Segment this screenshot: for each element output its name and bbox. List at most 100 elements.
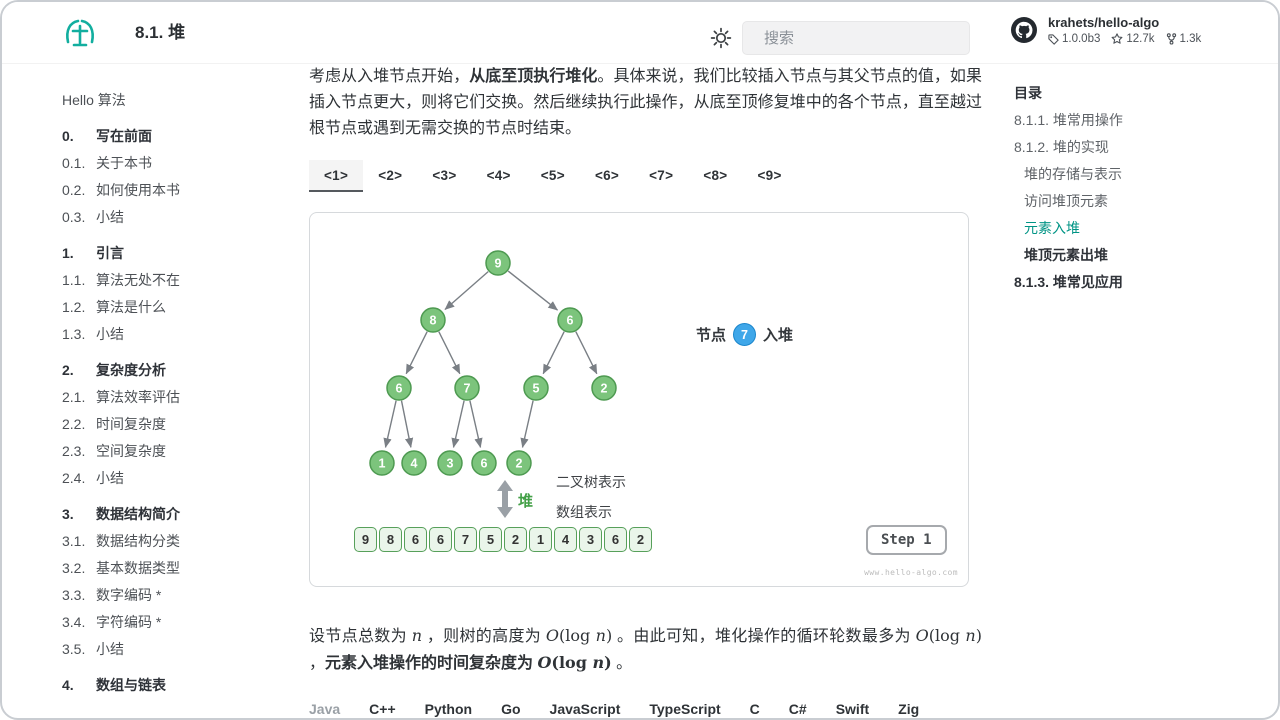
tree-node-value: 4 <box>411 456 418 470</box>
sidebar-item-number: 0.3. <box>62 208 86 225</box>
toc-item[interactable]: 8.1.3. 堆常见应用 <box>1014 274 1123 290</box>
repo-meta: 1.0.0b3 12.7k <box>1048 33 1201 45</box>
array-cell: 6 <box>429 527 452 552</box>
step-tab[interactable]: <2> <box>363 160 417 192</box>
array-cell: 8 <box>379 527 402 552</box>
watermark: www.hello-algo.com <box>864 568 958 577</box>
sidebar-item[interactable]: 1.1.算法无处不在 <box>62 266 287 293</box>
step-tab[interactable]: <3> <box>417 160 471 192</box>
sidebar-item[interactable]: 3.4.字符编码 * <box>62 608 287 635</box>
text-segment: ) <box>604 653 612 672</box>
tree-node <box>454 375 480 401</box>
tree-node-value: 8 <box>430 313 437 327</box>
tree-node-value: 7 <box>464 381 471 395</box>
language-tab[interactable]: Python <box>424 701 473 717</box>
legend-prefix: 节点 <box>696 327 727 344</box>
text-segment: 。具体来说，我们比较插入节点与其父节点的值，如果插入节点更大，则将它们交换。然后… <box>309 68 982 137</box>
language-tab[interactable]: Java <box>309 701 341 717</box>
sidebar-item-number: 3. <box>62 505 74 522</box>
toc-item[interactable]: 堆的存储与表示 <box>1024 166 1122 182</box>
text-segment: (log <box>559 626 596 645</box>
sidebar-item-number: 4. <box>62 676 74 693</box>
toc-title: 目录 <box>1014 85 1042 101</box>
array-cell: 4 <box>554 527 577 552</box>
search-bar[interactable] <box>742 21 970 55</box>
search-input[interactable] <box>762 28 965 48</box>
sidebar-item[interactable]: 1.2.算法是什么 <box>62 293 287 320</box>
sidebar-item[interactable]: 0.2.如何使用本书 <box>62 176 287 203</box>
tree-node-value: 3 <box>447 456 454 470</box>
sidebar-item[interactable]: 2.4.小结 <box>62 464 287 491</box>
sidebar-item[interactable]: 3.5.小结 <box>62 635 287 662</box>
sidebar-item[interactable]: 0.写在前面 <box>62 122 287 149</box>
language-tab[interactable]: Zig <box>898 701 920 717</box>
toc-item[interactable]: 堆顶元素出堆 <box>1024 247 1108 263</box>
github-icon <box>1011 17 1037 43</box>
sidebar-item[interactable]: 0.1.关于本书 <box>62 149 287 176</box>
sidebar-item-number: 3.4. <box>62 613 86 630</box>
text-segment: ) <box>975 626 982 645</box>
toc-item[interactable]: 8.1.2. 堆的实现 <box>1014 139 1109 155</box>
repo-link[interactable]: krahets/hello-algo 1.0.0b3 12.7k <box>1010 15 1245 45</box>
sidebar-item-label: 数据结构简介 <box>96 505 180 522</box>
sidebar-item[interactable]: 2.复杂度分析 <box>62 356 287 383</box>
sidebar-item[interactable]: 3.3.数字编码 * <box>62 581 287 608</box>
sidebar-item-label: Hello 算法 <box>62 91 126 108</box>
sidebar-item-number: 1. <box>62 244 74 261</box>
repo-info: krahets/hello-algo 1.0.0b3 12.7k <box>1048 15 1201 45</box>
header: 8.1. 堆 <box>2 2 1278 64</box>
language-tab[interactable]: Go <box>501 701 521 717</box>
sidebar-item-number: 0.2. <box>62 181 86 198</box>
step-tab[interactable]: <7> <box>634 160 688 192</box>
text-segment: n <box>592 653 605 672</box>
text-segment: O <box>537 653 552 672</box>
sidebar-item-number: 1.3. <box>62 325 86 342</box>
sidebar-item-label: 数据结构分类 <box>96 532 180 549</box>
sidebar-item[interactable]: 3.2.基本数据类型 <box>62 554 287 581</box>
sidebar-item-label: 算法效率评估 <box>96 388 180 405</box>
sidebar-item[interactable]: 1.3.小结 <box>62 320 287 347</box>
step-tab[interactable]: <8> <box>688 160 742 192</box>
sidebar-item[interactable]: 2.1. 算法效率评估 <box>62 383 287 410</box>
step-tab[interactable]: <6> <box>580 160 634 192</box>
step-tab[interactable]: <1> <box>309 160 364 192</box>
toc-item[interactable]: 元素入堆 <box>1024 220 1080 236</box>
text-segment: 。 <box>611 655 633 672</box>
tree-edge <box>520 400 534 448</box>
step-tab[interactable]: <5> <box>526 160 580 192</box>
language-tab[interactable]: C <box>749 701 760 717</box>
paragraph-1: 考虑从入堆节点开始，从底至顶执行堆化。具体来说，我们比较插入节点与其父节点的值，… <box>309 64 982 142</box>
language-tab[interactable]: TypeScript <box>649 701 721 717</box>
toc-item[interactable]: 8.1.1. 堆常用操作 <box>1014 112 1123 128</box>
sidebar-item-number: 2.3. <box>62 442 86 459</box>
double-arrow-icon <box>496 480 514 518</box>
sidebar-item[interactable]: Hello 算法 <box>62 86 287 113</box>
sidebar-item[interactable]: 2.2.时间复杂度 <box>62 410 287 437</box>
sidebar-item[interactable]: 1.引言 <box>62 239 287 266</box>
sidebar-item-label: 复杂度分析 <box>96 361 166 378</box>
language-tab[interactable]: Swift <box>835 701 870 717</box>
fork-icon <box>1166 33 1176 45</box>
theme-toggle-button[interactable] <box>707 24 735 52</box>
language-tab[interactable]: JavaScript <box>549 701 621 717</box>
language-tab[interactable]: C# <box>788 701 807 717</box>
sidebar-item[interactable]: 3.1.数据结构分类 <box>62 527 287 554</box>
site-logo[interactable] <box>60 15 100 51</box>
sidebar-item[interactable]: 4.数组与链表 <box>62 671 287 698</box>
language-tab[interactable]: C++ <box>369 701 396 717</box>
sidebar-item[interactable]: 0.3.小结 <box>62 203 287 230</box>
text-segment: 从底至顶执行堆化 <box>469 68 598 85</box>
tree-node <box>420 307 446 333</box>
tree-edge <box>575 331 598 375</box>
tree-node <box>386 375 412 401</box>
step-tab[interactable]: <4> <box>472 160 526 192</box>
sun-icon <box>710 27 732 49</box>
step-tab[interactable]: <9> <box>743 160 797 192</box>
toc-item[interactable]: 访问堆顶元素 <box>1024 193 1108 209</box>
tree-edge <box>469 400 483 448</box>
sidebar-item[interactable]: 3. 数据结构简介 <box>62 500 287 527</box>
sidebar-item-number: 2.1. <box>62 388 86 405</box>
sidebar-item[interactable]: 2.3.空间复杂度 <box>62 437 287 464</box>
text-segment: O <box>545 626 559 645</box>
